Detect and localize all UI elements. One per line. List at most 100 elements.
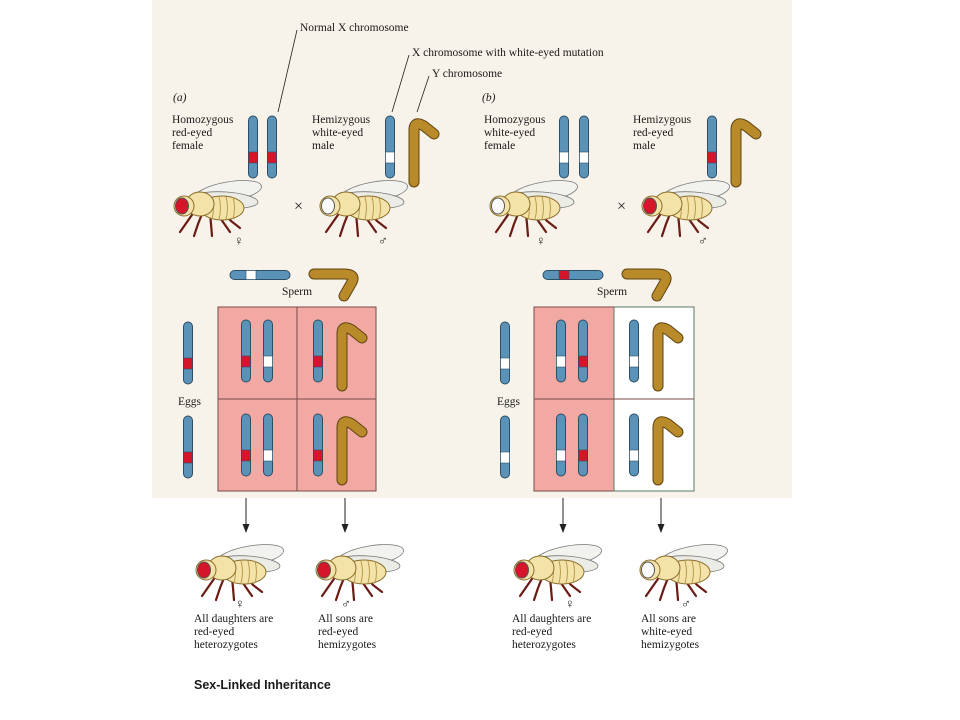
panel-a-daughter-chromosome (264, 414, 273, 476)
panel-a-son-x-chromosome (314, 414, 323, 476)
panel-b-daughter-chromosome-band (557, 356, 566, 367)
panel-b-son-fly-leg (660, 578, 668, 600)
panel-a-arrow-daughters-head (243, 524, 250, 533)
panel-a-egg-band (184, 452, 193, 463)
panel-a-female-chromosome-band (249, 152, 258, 163)
panel-b-daughter-chromosome (557, 414, 566, 476)
panel-b-letter: (b) (482, 92, 495, 105)
panel-a-son-x-chromosome-band (314, 450, 323, 461)
panel-b-daughters-text: All daughters are red-eyed heterozygotes (512, 613, 591, 652)
panel-a-daughter-chromosome-band (264, 450, 273, 461)
figure-caption: Sex-Linked Inheritance (194, 678, 331, 692)
callout-y: Y chromosome (432, 68, 502, 81)
panel-b-female-chromosome-band (580, 152, 589, 163)
panel-b-daughter-chromosome (557, 320, 566, 382)
panel-a-female-chromosome (268, 116, 277, 178)
panel-a-female-chromosome (249, 116, 258, 178)
panel-b-male-x-chromosome-band (708, 152, 717, 163)
panel-b-male-x-chromosome (708, 116, 717, 178)
panel-b-male-symbol: ♂ (698, 234, 708, 247)
panel-b-egg-band (501, 358, 510, 369)
panel-a-male-fly-leg (340, 214, 348, 236)
panel-b-sons-text: All sons are white-eyed hemizygotes (641, 613, 699, 652)
panel-a-male-label: Hemizygous white-eyed male (312, 114, 370, 153)
panel-a-female-fly-eye (176, 198, 189, 214)
callout-x-mutation: X chromosome with white-eyed mutation (412, 47, 604, 60)
panel-a-female-symbol: ♀ (234, 234, 244, 247)
panel-a-male-x-chromosome (386, 116, 395, 178)
panel-b-son-symbol: ♂ (681, 597, 691, 610)
panel-a-daughter-fly-eye (198, 562, 211, 578)
panel-b-female-symbol: ♀ (536, 234, 546, 247)
panel-b-cross: × (617, 200, 626, 213)
panel-a-daughter-chromosome (242, 320, 251, 382)
panel-b-son-x-chromosome (630, 320, 639, 382)
panel-a-daughter-chromosome-band (242, 450, 251, 461)
panel-b-egg (501, 322, 510, 384)
panel-b-son-fly-eye (642, 562, 655, 578)
panel-b-daughter-chromosome-band (579, 356, 588, 367)
panel-a-daughter-chromosome (242, 414, 251, 476)
panel-b-daughter-symbol: ♀ (565, 597, 575, 610)
panel-b-daughter-chromosome-band (579, 450, 588, 461)
panel-b-female-chromosome-band (560, 152, 569, 163)
panel-b-male-label: Hemizygous red-eyed male (633, 114, 691, 153)
panel-b-son-x-chromosome (630, 414, 639, 476)
panel-b-son-x-chromosome-band (630, 450, 639, 461)
panel-a-daughter-chromosome-band (264, 356, 273, 367)
panel-b-daughter-chromosome (579, 414, 588, 476)
panel-a-cross: × (294, 200, 303, 213)
panel-b-daughter-fly-leg (534, 578, 542, 600)
panel-a-son-fly-eye (318, 562, 331, 578)
callout-line-normal-x (278, 30, 297, 112)
panel-a-letter: (a) (173, 92, 186, 105)
panel-b-sperm-x-band (559, 271, 569, 280)
panel-b-sperm-y (627, 274, 666, 296)
panel-a-female-fly-leg (194, 214, 202, 236)
panel-a-arrow-sons-head (342, 524, 349, 533)
panel-a-egg (184, 322, 193, 384)
panel-b-male-fly-eye (644, 198, 657, 214)
panel-a-sons-text: All sons are red-eyed hemizygotes (318, 613, 376, 652)
panel-b-daughter-chromosome (579, 320, 588, 382)
panel-a-sperm-y (314, 274, 353, 296)
panel-a-daughter-symbol: ♀ (235, 597, 245, 610)
panel-b-egg (501, 416, 510, 478)
panel-a-egg (184, 416, 193, 478)
panel-a-daughter-chromosome (264, 320, 273, 382)
panel-a-son-symbol: ♂ (341, 597, 351, 610)
panel-b-female-chromosome (560, 116, 569, 178)
panel-a-sperm-x-band (246, 271, 256, 280)
panel-a-female-label: Homozygous red-eyed female (172, 114, 233, 153)
panel-b-egg-band (501, 452, 510, 463)
panel-a-male-symbol: ♂ (378, 234, 388, 247)
panel-b-female-chromosome (580, 116, 589, 178)
panel-a-son-x-chromosome (314, 320, 323, 382)
panel-a-male-fly-eye (322, 198, 335, 214)
panel-b-daughter-fly-eye (516, 562, 529, 578)
callout-line-y (417, 76, 429, 112)
panel-b-sperm-x (543, 271, 603, 280)
panel-b-arrow-sons-head (658, 524, 665, 533)
panel-b-male-fly-leg (662, 214, 670, 236)
callout-line-x-mutation (392, 55, 409, 112)
panel-a-daughters-text: All daughters are red-eyed heterozygotes (194, 613, 273, 652)
panel-b-daughter-chromosome-band (557, 450, 566, 461)
panel-a-sperm-label: Sperm (282, 286, 312, 299)
panel-a-eggs-label: Eggs (178, 396, 201, 409)
panel-a-daughter-fly-leg (216, 578, 224, 600)
panel-a-male-x-chromosome-band (386, 152, 395, 163)
panel-b-sperm-label: Sperm (597, 286, 627, 299)
panel-a-female-chromosome-band (268, 152, 277, 163)
panel-a-sperm-x (230, 271, 290, 280)
panel-b-female-label: Homozygous white-eyed female (484, 114, 545, 153)
callout-normal-x: Normal X chromosome (300, 22, 409, 35)
panel-b-female-fly-eye (492, 198, 505, 214)
panel-b-female-fly-leg (510, 214, 518, 236)
panel-a-son-x-chromosome-band (314, 356, 323, 367)
panel-b-arrow-daughters-head (560, 524, 567, 533)
panel-b-son-x-chromosome-band (630, 356, 639, 367)
panel-a-daughter-chromosome-band (242, 356, 251, 367)
panel-b-eggs-label: Eggs (497, 396, 520, 409)
